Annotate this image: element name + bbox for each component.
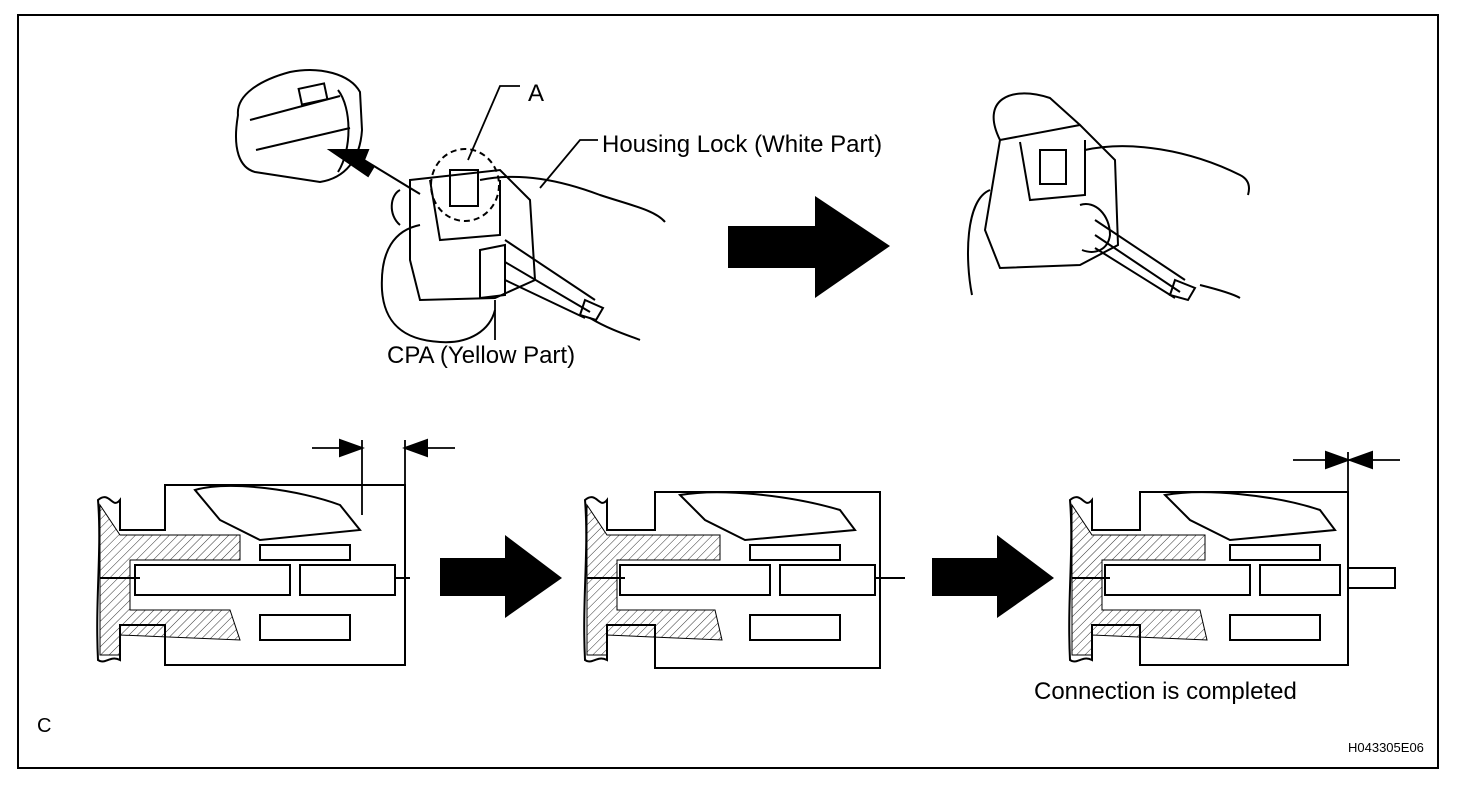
callout-label-a: A <box>528 80 545 107</box>
cpa-label: CPA (Yellow Part) <box>387 342 576 369</box>
leader-line-housing-lock <box>539 139 598 189</box>
cross-section-1 <box>96 438 455 666</box>
housing-lock-label: Housing Lock (White Part) <box>602 131 883 158</box>
step-arrow-bottom-1 <box>440 535 562 618</box>
leader-line-a <box>467 85 520 161</box>
connection-completed-label: Connection is completed <box>1034 678 1297 705</box>
figure-id: H043305E06 <box>1348 740 1424 755</box>
held-connector <box>380 148 666 344</box>
figure-letter: C <box>37 715 52 737</box>
top-right-connector-illustration <box>967 92 1250 302</box>
step-arrow-top <box>728 196 890 298</box>
diagram-frame <box>17 14 1439 769</box>
cross-section-2 <box>583 491 905 669</box>
push-arrow <box>326 149 421 195</box>
step-arrow-bottom-2 <box>932 535 1054 618</box>
top-left-connector-illustration <box>234 69 666 344</box>
cross-section-3 <box>1068 450 1400 666</box>
mating-connector <box>234 69 364 184</box>
